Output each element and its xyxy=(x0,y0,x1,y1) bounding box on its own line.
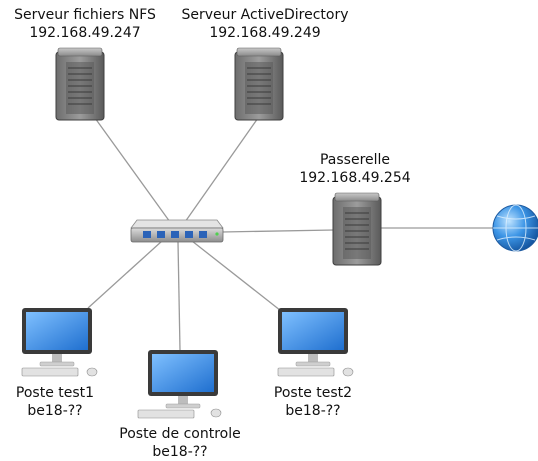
gateway-server-icon xyxy=(332,192,382,266)
desktop-computer-icon xyxy=(277,308,354,377)
link-switch-gateway xyxy=(221,229,335,233)
link-switch-control xyxy=(177,241,181,351)
gateway-ip: 192.168.49.254 xyxy=(299,170,411,186)
control-name: Poste de controle xyxy=(119,426,241,442)
nfs-server-label: Serveur fichiers NFS 192.168.49.247 xyxy=(5,6,165,42)
link-switch-test1 xyxy=(87,240,163,309)
control-label: Poste de controle be18-?? xyxy=(105,425,255,461)
ad-server-icon xyxy=(234,47,284,121)
link-switch-nfs xyxy=(94,117,171,223)
test2-label: Poste test2 be18-?? xyxy=(258,384,368,420)
test1-host: be18-?? xyxy=(27,403,83,419)
ad-server-name: Serveur ActiveDirectory xyxy=(181,7,349,23)
gateway-name: Passerelle xyxy=(319,152,391,168)
desktop-computer-icon xyxy=(137,350,222,419)
test1-name: Poste test1 xyxy=(15,385,95,401)
control-host: be18-?? xyxy=(152,444,208,460)
nfs-server-ip: 192.168.49.247 xyxy=(29,25,141,41)
ad-server-ip: 192.168.49.249 xyxy=(209,25,321,41)
network-switch-icon xyxy=(130,219,224,243)
test2-host: be18-?? xyxy=(285,403,341,419)
link-switch-ad xyxy=(184,117,259,223)
desktop-computer-icon xyxy=(21,308,98,377)
nfs-server-icon xyxy=(55,47,105,121)
test2-name: Poste test2 xyxy=(273,385,353,401)
connection-lines xyxy=(87,117,494,351)
test1-label: Poste test1 be18-?? xyxy=(0,384,110,420)
ad-server-label: Serveur ActiveDirectory 192.168.49.249 xyxy=(172,6,358,42)
link-switch-test2 xyxy=(191,240,291,319)
nfs-server-name: Serveur fichiers NFS xyxy=(14,7,156,23)
globe-icon xyxy=(492,204,538,252)
gateway-label: Passerelle 192.168.49.254 xyxy=(285,151,425,187)
